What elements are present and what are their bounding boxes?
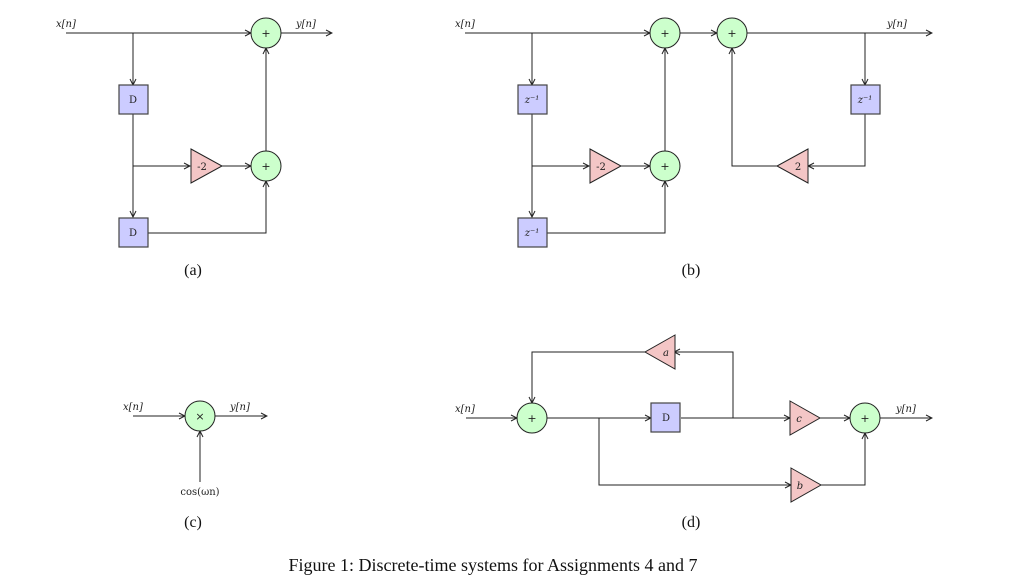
wire-gain-b-to-adder (821, 433, 865, 486)
multiplier (184, 400, 216, 432)
wire-delay2-to-adder (148, 181, 266, 234)
input-label: x[n] (123, 402, 143, 413)
adder-mid-symbol: + (660, 160, 669, 173)
delay-block-1 (118, 84, 149, 115)
adder-2-symbol: + (727, 27, 736, 40)
delay-block-2 (517, 217, 548, 248)
sublabel-c: (c) (184, 514, 202, 531)
wire-tap-to-gain-b (598, 418, 791, 485)
sublabel-b: (b) (682, 262, 701, 279)
gain-label: -2 (197, 162, 207, 173)
diagram-d: + + D a c b x[n] y[n] (d) (455, 334, 932, 531)
delay-block-1-label: z⁻¹ (524, 95, 540, 106)
gain-feedforward-label: -2 (596, 162, 606, 173)
adder-mid (250, 150, 282, 182)
delay-block-2-label: z⁻¹ (524, 228, 540, 239)
wire-delay-to-gain-fb (808, 114, 866, 166)
delay-block (650, 402, 681, 433)
diagram-c: × x[n] y[n] cos(ωn) (c) (123, 400, 267, 531)
gain-a-label: a (663, 348, 669, 359)
adder-output (849, 402, 881, 434)
output-label: y[n] (895, 404, 916, 415)
adder-top (250, 17, 282, 49)
output-label: y[n] (295, 19, 316, 30)
delay-block-1 (517, 84, 548, 115)
adder-mid-symbol: + (261, 160, 270, 173)
figure-caption: Figure 1: Discrete-time systems for Assi… (289, 555, 698, 575)
adder-input (516, 402, 548, 434)
gain-feedback-label: 2 (795, 162, 801, 173)
delay-block-feedback-label: z⁻¹ (857, 95, 873, 106)
adder-1 (649, 17, 681, 49)
gain-b-label: b (797, 481, 803, 492)
delay-block-2 (118, 217, 149, 248)
gain-feedback (775, 148, 809, 184)
input-label: x[n] (455, 404, 475, 415)
adder-1-symbol: + (660, 27, 669, 40)
multiplier-symbol: × (195, 410, 204, 423)
delay-block-1-label: D (129, 95, 137, 106)
gain-c-label: c (796, 414, 802, 425)
input-label: x[n] (455, 19, 475, 30)
diagram-a: + + D D -2 x[n] y[n] (a) (56, 17, 332, 279)
adder-input-symbol: + (527, 412, 536, 425)
gain-c (789, 400, 822, 436)
adder-mid (649, 150, 681, 182)
wire-delay2-to-adder-mid (547, 181, 665, 234)
delay-block-label: D (662, 413, 670, 424)
adder-2 (716, 17, 748, 49)
gain-b (790, 467, 823, 503)
gain-feedforward (589, 148, 623, 184)
wire-gain-fb-to-adder2 (732, 48, 777, 167)
wire-tap-to-gain-a (674, 352, 734, 418)
gain-a (643, 334, 676, 370)
modulator-label: cos(ωn) (180, 487, 219, 498)
output-label: y[n] (229, 402, 250, 413)
delay-block-2-label: D (129, 228, 137, 239)
sublabel-d: (d) (682, 514, 701, 531)
input-label: x[n] (56, 19, 76, 30)
adder-output-symbol: + (860, 412, 869, 425)
diagram-b: + + + z⁻¹ z⁻¹ z⁻¹ -2 2 x[n] y[n] (b) (455, 17, 932, 279)
sublabel-a: (a) (184, 262, 202, 279)
gain-triangle (190, 148, 224, 184)
adder-top-symbol: + (261, 27, 270, 40)
delay-block-feedback (850, 84, 881, 115)
wire-gain-a-to-adder (532, 351, 645, 403)
output-label: y[n] (886, 19, 907, 30)
